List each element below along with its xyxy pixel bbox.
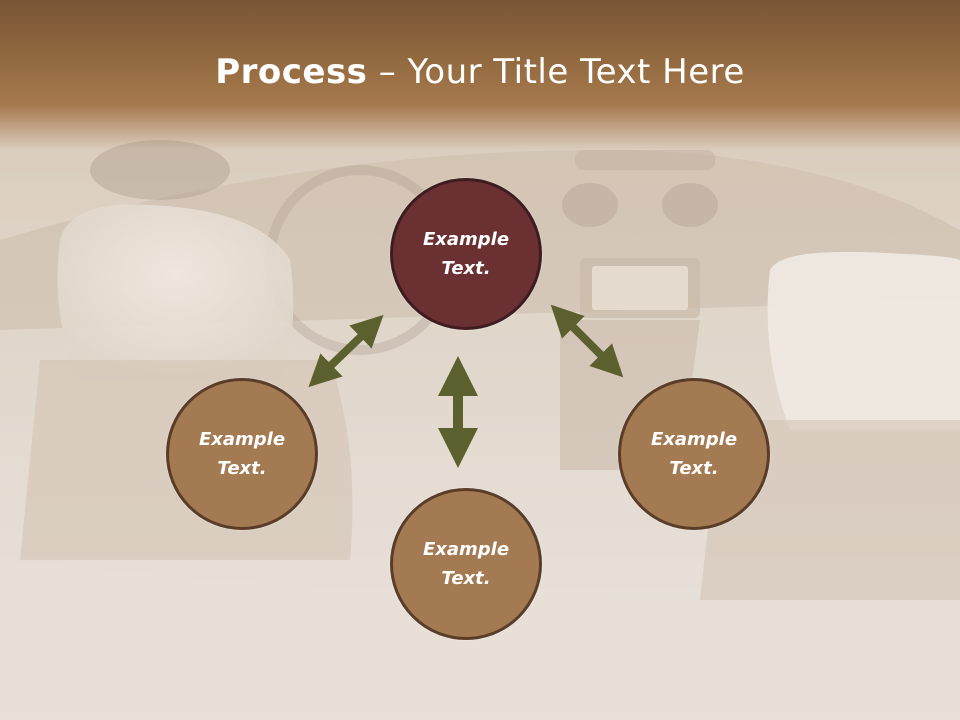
title-rest-text: – Your Title Text Here [367,52,745,92]
arrow-top-left [308,314,384,388]
node-left-line2: Text. [217,458,267,479]
node-top-line2: Text. [441,258,491,279]
slide-title: Process – Your Title Text Here [0,52,960,92]
node-bottom-line2: Text. [441,568,491,589]
node-bottom-line1: Example [422,539,510,560]
title-bar [0,0,960,150]
node-right-line1: Example [650,429,738,450]
node-right-line2: Text. [669,458,719,479]
node-left-line1: Example [198,429,286,450]
arrow-top-right [550,304,624,378]
title-bold-text: Process [215,52,368,92]
node-top-line1: Example [422,229,510,250]
